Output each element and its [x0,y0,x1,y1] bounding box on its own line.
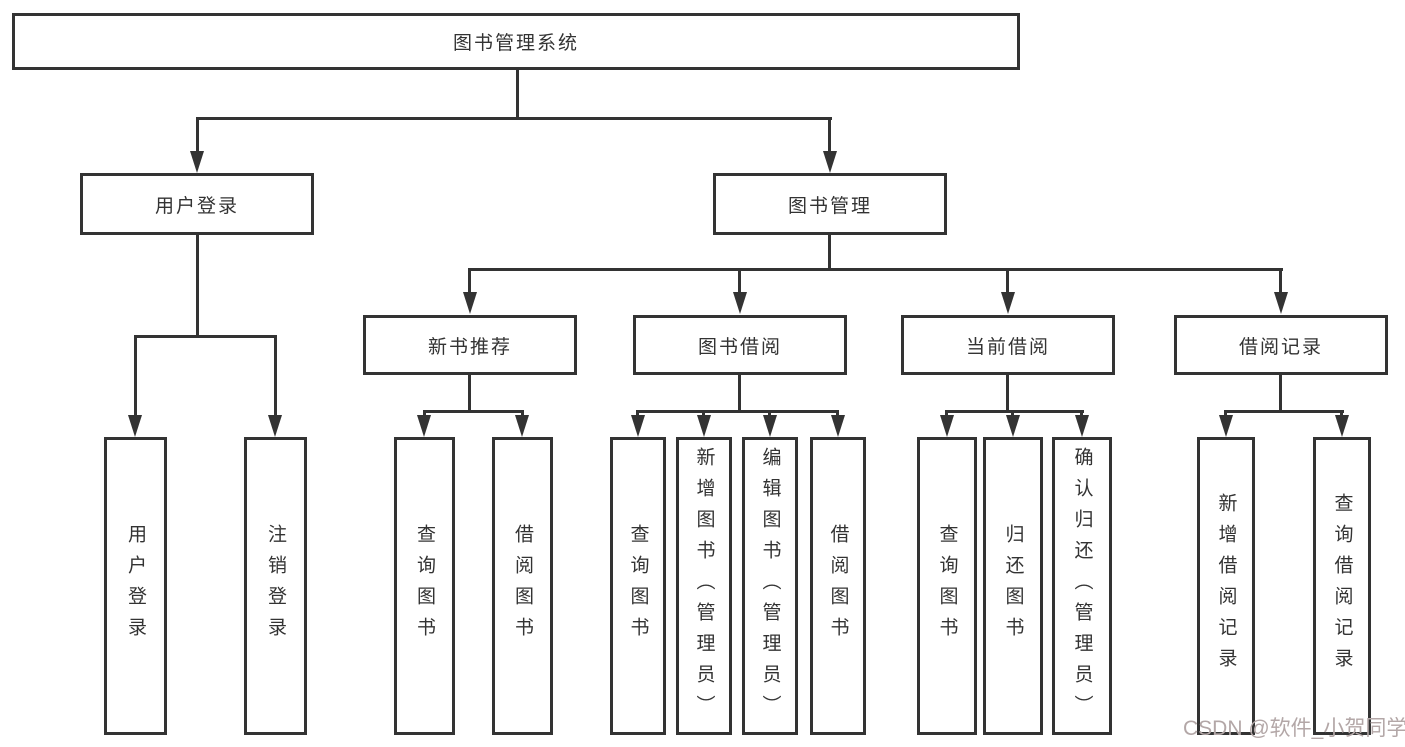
node-borrow-records-label: 借阅记录 [1238,336,1323,358]
arrow-down [733,292,747,314]
arrow-down [940,415,954,437]
connector-drop-borrow-records [1279,268,1282,294]
leaf-borrow-query-books-label: 查询图书 [627,524,649,648]
leaf-current-return-books-label: 归还图书 [1002,524,1024,648]
arrow-down [823,151,837,173]
leaf-user-login-label: 用户登录 [125,524,146,648]
arrow-down [1335,415,1349,437]
leaf-current-return-books: 归还图书 [983,437,1043,735]
leaf-records-add-record: 新增借阅记录 [1197,437,1255,735]
connector-book-borrow-split [636,410,839,413]
connector-borrow-records-split [1224,410,1344,413]
leaf-records-query-record-label: 查询借阅记录 [1331,493,1353,679]
leaf-borrow-borrow-books-label: 借阅图书 [827,524,849,648]
connector-stem [1224,410,1227,418]
leaf-records-query-record: 查询借阅记录 [1313,437,1371,735]
leaf-logout-label: 注销登录 [265,524,286,648]
leaf-current-confirm-return: 确认归还（管理员） [1052,437,1112,735]
arrow-down [763,415,777,437]
connector-book-mgmt-split [469,268,1283,271]
node-current-borrow-label: 当前借阅 [965,336,1050,358]
node-borrow-records: 借阅记录 [1174,315,1388,375]
connector-stem [1340,410,1343,418]
leaf-current-confirm-return-label: 确认归还（管理员） [1071,446,1093,726]
connector-book-mgmt-trunk [828,235,831,271]
connector-root-trunk [516,70,519,120]
connector-new-book-rec-trunk [468,375,471,413]
connector-user-login-trunk [196,235,199,338]
connector-drop-leaf-logout [274,335,277,417]
connector-user-login-split [134,335,277,338]
leaf-current-query-books: 查询图书 [917,437,977,735]
node-book-management: 图书管理 [713,173,947,235]
connector-drop-user-login [196,117,199,153]
leaf-logout: 注销登录 [244,437,307,735]
connector-current-borrow-trunk [1006,375,1009,413]
arrow-down [697,415,711,437]
node-user-login: 用户登录 [80,173,314,235]
connector-new-book-rec-split [423,410,524,413]
leaf-borrow-borrow-books: 借阅图书 [810,437,866,735]
node-new-book-recommend: 新书推荐 [363,315,577,375]
connector-stem [636,410,639,418]
arrow-down [1001,292,1015,314]
connector-drop-current-borrow [1006,268,1009,294]
arrow-down [1006,415,1020,437]
leaf-recommend-query-books-label: 查询图书 [414,524,435,648]
node-user-login-label: 用户登录 [154,195,239,217]
node-current-borrow: 当前借阅 [901,315,1115,375]
leaf-recommend-borrow-books-label: 借阅图书 [512,524,533,648]
arrow-down [1219,415,1233,437]
connector-stem [768,410,771,418]
connector-drop-leaf-login [134,335,137,417]
connector-stem [1080,410,1083,418]
leaf-user-login: 用户登录 [104,437,167,735]
arrow-down [190,151,204,173]
leaf-borrow-edit-books: 编辑图书（管理员） [742,437,798,735]
connector-book-borrow-trunk [738,375,741,413]
leaf-records-add-record-label: 新增借阅记录 [1215,493,1237,679]
leaf-recommend-borrow-books: 借阅图书 [492,437,553,735]
node-new-book-recommend-label: 新书推荐 [427,336,512,358]
node-book-borrow: 图书借阅 [633,315,847,375]
arrow-down [463,292,477,314]
leaf-borrow-add-books-label: 新增图书（管理员） [693,446,715,726]
connector-borrow-records-trunk [1279,375,1282,413]
leaf-borrow-add-books: 新增图书（管理员） [676,437,732,735]
arrow-down [1075,415,1089,437]
connector-stem [702,410,705,418]
connector-stem [1011,410,1014,418]
arrow-down [417,415,431,437]
connector-current-borrow-split [945,410,1084,413]
leaf-borrow-query-books: 查询图书 [610,437,666,735]
arrow-down [268,415,282,437]
node-book-borrow-label: 图书借阅 [697,336,782,358]
arrow-down [631,415,645,437]
connector-drop-book-mgmt [828,117,831,153]
connector-stem [945,410,948,418]
connector-drop-book-borrow [738,268,741,294]
arrow-down [831,415,845,437]
connector-drop-new-book-rec [468,268,471,294]
connector-stem [836,410,839,418]
connector-root-split [196,117,832,120]
leaf-borrow-edit-books-label: 编辑图书（管理员） [759,446,781,726]
leaf-recommend-query-books: 查询图书 [394,437,455,735]
node-book-management-label: 图书管理 [787,195,872,217]
arrow-down [515,415,529,437]
node-root-label: 图书管理系统 [452,33,579,54]
connector-stem [423,410,426,418]
node-root: 图书管理系统 [12,13,1020,70]
leaf-current-query-books-label: 查询图书 [936,524,958,648]
arrow-down [1274,292,1288,314]
connector-stem [521,410,524,418]
arrow-down [128,415,142,437]
